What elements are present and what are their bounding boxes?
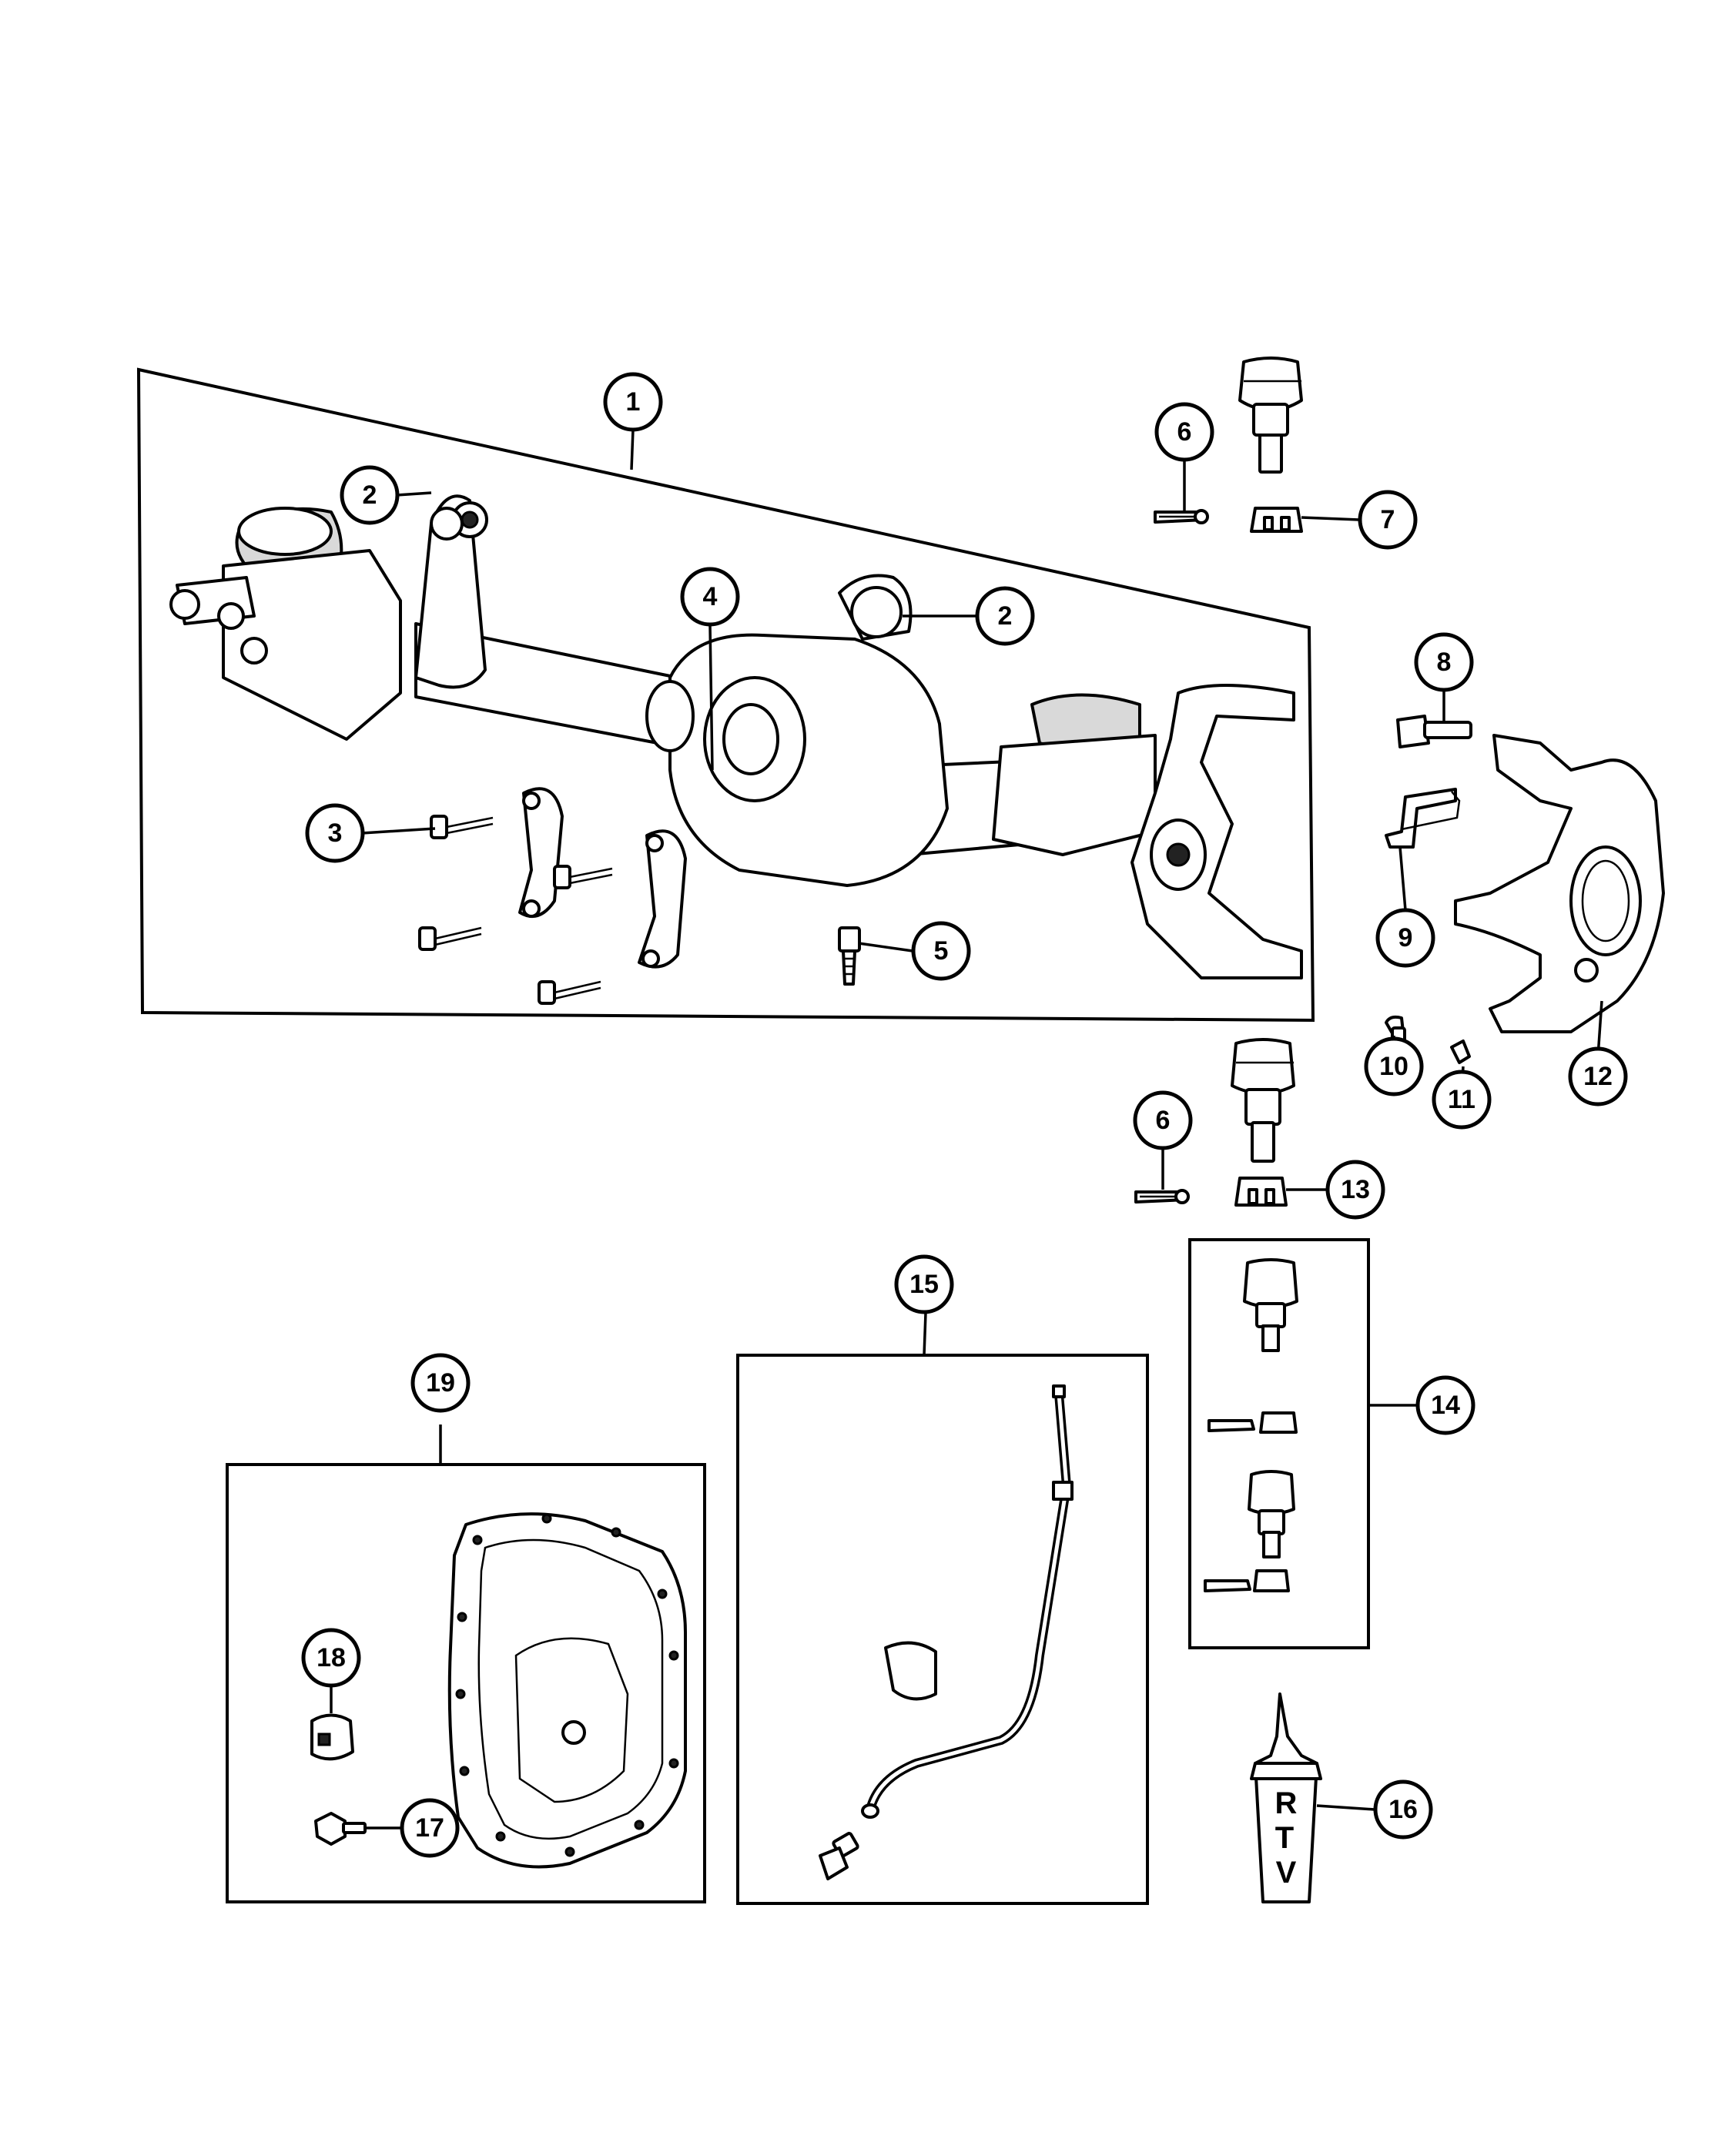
axle-assembly-box (136, 367, 1315, 1023)
callout-label: 6 (1156, 1106, 1171, 1135)
callout-label: 12 (1583, 1062, 1613, 1091)
upper-control-arm-bushing-right (850, 586, 903, 638)
differential-cover-box (226, 1463, 706, 1903)
callout-label: 10 (1379, 1052, 1408, 1081)
bearing-cap-bolts (418, 815, 613, 1005)
rtv-sealant-tube: R T V (1250, 1692, 1322, 1903)
callout-label: 2 (363, 480, 377, 510)
callout-label: 17 (415, 1813, 444, 1843)
abs-sensor-bracket (1385, 788, 1461, 849)
ball-joint-kit-lower (1248, 1470, 1295, 1558)
callout-15: 15 (894, 1254, 954, 1314)
callout-2: 2 (975, 586, 1035, 646)
bearing-cap-left (518, 787, 564, 918)
callout-11: 11 (1432, 1070, 1492, 1130)
callout-14: 14 (1415, 1375, 1475, 1435)
callout-label: 15 (909, 1270, 939, 1299)
vent-fitting (819, 1832, 859, 1880)
vent-tube-clip (884, 1641, 937, 1701)
callout-label: 7 (1381, 505, 1395, 534)
callout-label: 1 (626, 387, 641, 417)
callout-label: 9 (1398, 923, 1413, 952)
cotter-pin-top (1154, 509, 1209, 524)
callout-label: 3 (328, 819, 343, 848)
callout-6: 6 (1154, 402, 1214, 462)
callout-label: 13 (1341, 1175, 1370, 1204)
callout-10: 10 (1364, 1036, 1424, 1096)
steering-knuckle (1454, 734, 1665, 1033)
upper-control-arm-bushing-left (414, 494, 488, 689)
callout-label: 5 (934, 936, 949, 966)
fill-plug (310, 1713, 354, 1761)
ball-joint-kit-hardware-1 (1208, 1411, 1298, 1434)
callout-1: 1 (603, 372, 663, 432)
knuckle-bolt (1396, 715, 1472, 748)
callout-label: 6 (1177, 417, 1192, 447)
lower-ball-joint (1231, 1038, 1295, 1163)
ball-joint-kit-box (1188, 1238, 1370, 1649)
callout-19: 19 (410, 1353, 471, 1413)
axle-vent-fitting (838, 926, 861, 986)
knuckle-nut (1450, 1040, 1471, 1064)
callout-label: 19 (426, 1368, 455, 1398)
callout-4: 4 (680, 567, 740, 627)
callout-12: 12 (1568, 1046, 1628, 1106)
callout-17: 17 (400, 1798, 460, 1858)
callout-18: 18 (301, 1628, 361, 1688)
callout-label: 2 (998, 601, 1013, 631)
cover-bolt (314, 1812, 367, 1846)
callout-5: 5 (911, 921, 971, 981)
callout-label: 8 (1437, 648, 1452, 677)
ball-joint-kit-hardware-2 (1204, 1569, 1290, 1592)
callout-label: 4 (703, 582, 718, 611)
callout-label: 14 (1431, 1391, 1460, 1420)
rtv-letter: R (1275, 1786, 1298, 1820)
castle-nut-top (1250, 507, 1303, 533)
axle-housing (169, 507, 1303, 979)
callout-6: 6 (1133, 1090, 1193, 1150)
axle-vent-tube (861, 1384, 1074, 1819)
callout-13: 13 (1325, 1160, 1385, 1220)
ball-joint-kit-upper (1243, 1258, 1298, 1352)
callout-2: 2 (340, 465, 400, 525)
callout-label: 18 (317, 1643, 346, 1672)
rtv-letter: V (1276, 1856, 1297, 1890)
callout-8: 8 (1414, 632, 1474, 692)
bearing-cap-right (638, 829, 687, 969)
upper-ball-joint (1238, 357, 1303, 474)
callout-9: 9 (1375, 908, 1435, 968)
callout-label: 11 (1448, 1085, 1475, 1114)
cotter-pin-bottom (1134, 1189, 1190, 1204)
vent-tube-box (736, 1354, 1149, 1905)
callout-3: 3 (305, 803, 365, 863)
callout-7: 7 (1358, 490, 1418, 550)
rtv-letter: T (1275, 1821, 1294, 1855)
differential-cover (447, 1512, 687, 1869)
callout-label: 16 (1388, 1795, 1418, 1824)
castle-nut-bottom (1234, 1177, 1288, 1207)
callout-16: 16 (1373, 1779, 1433, 1840)
